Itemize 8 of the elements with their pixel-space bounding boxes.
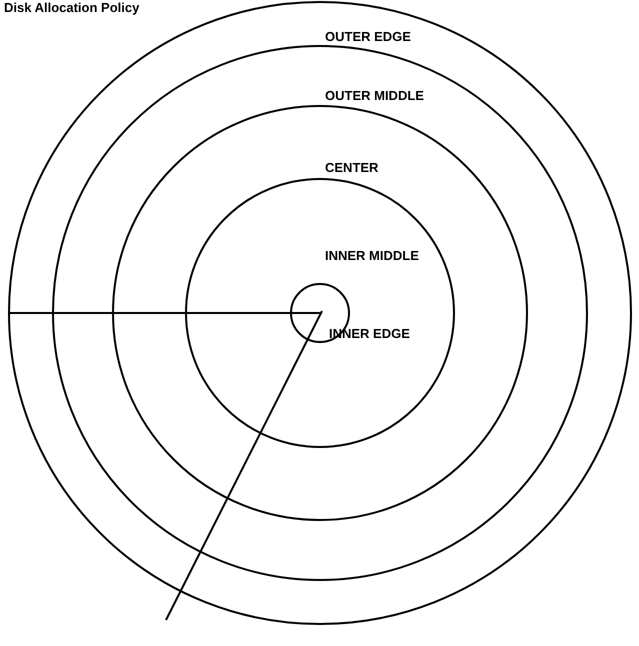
diagram-title: Disk Allocation Policy (4, 0, 140, 15)
zone-label: INNER MIDDLE (325, 248, 419, 263)
ring-zone (112, 105, 528, 521)
ring-zone (185, 178, 455, 448)
zone-label: OUTER EDGE (325, 29, 411, 44)
ring-zone (52, 45, 588, 581)
zone-label: CENTER (325, 160, 378, 175)
zone-label: OUTER MIDDLE (325, 88, 424, 103)
